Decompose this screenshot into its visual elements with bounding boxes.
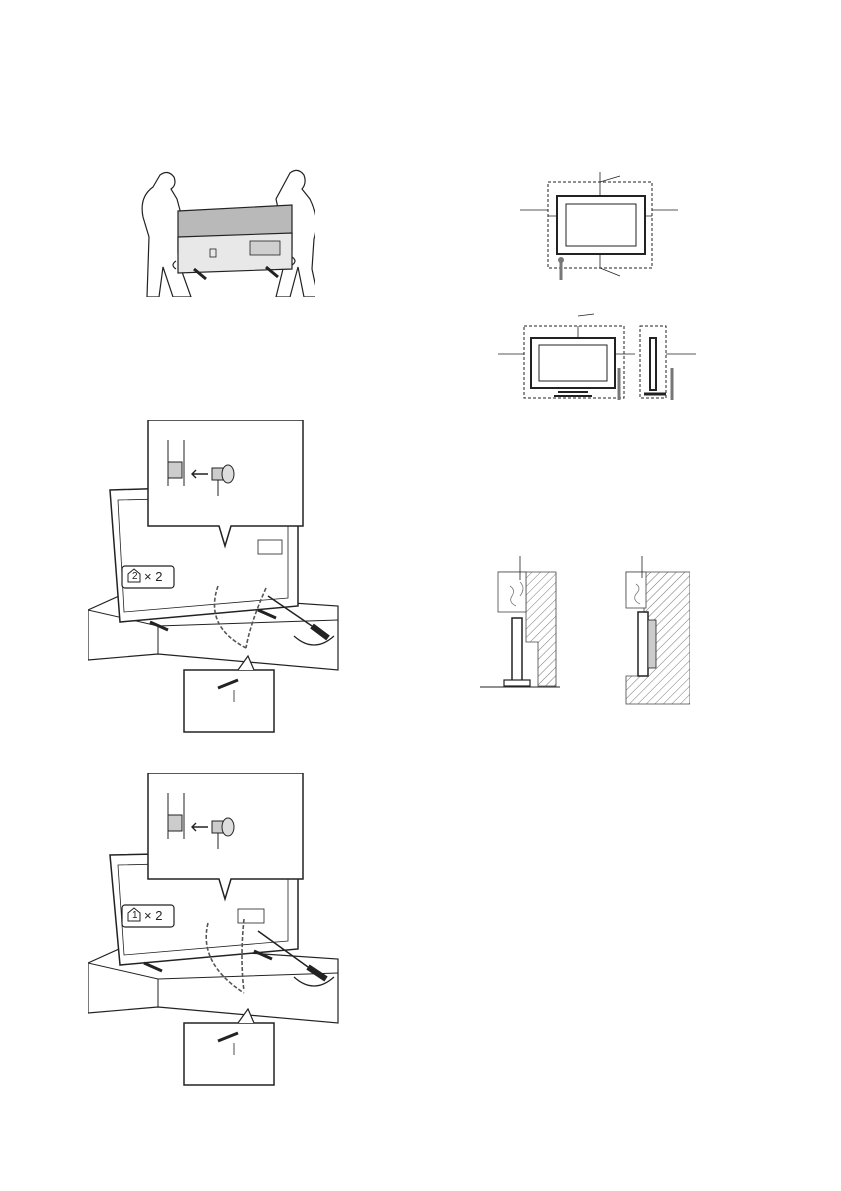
stand-clearance-diagram bbox=[498, 312, 698, 402]
screw-attach-icon bbox=[88, 420, 343, 735]
airflow-blocked-diagram bbox=[480, 556, 690, 711]
badge-number: 1 bbox=[132, 910, 138, 921]
secure-tv-diagram-b: 1 × 2 bbox=[88, 773, 343, 1088]
airflow-blocked-icon bbox=[480, 556, 690, 711]
screw-attach-icon bbox=[88, 773, 343, 1088]
secure-tv-diagram-a: 2 × 2 bbox=[88, 420, 343, 735]
two-people-carrying-tv-icon bbox=[140, 165, 315, 297]
badge-number: 2 bbox=[132, 571, 138, 582]
stand-clearance-icon bbox=[498, 312, 698, 402]
wall-mounted-clearance-icon bbox=[520, 172, 680, 280]
wall-mount-clearance-diagram bbox=[520, 172, 680, 280]
badge-multiplier: × 2 bbox=[144, 908, 162, 923]
carry-tv-illustration bbox=[140, 165, 315, 297]
badge-multiplier: × 2 bbox=[144, 569, 162, 584]
